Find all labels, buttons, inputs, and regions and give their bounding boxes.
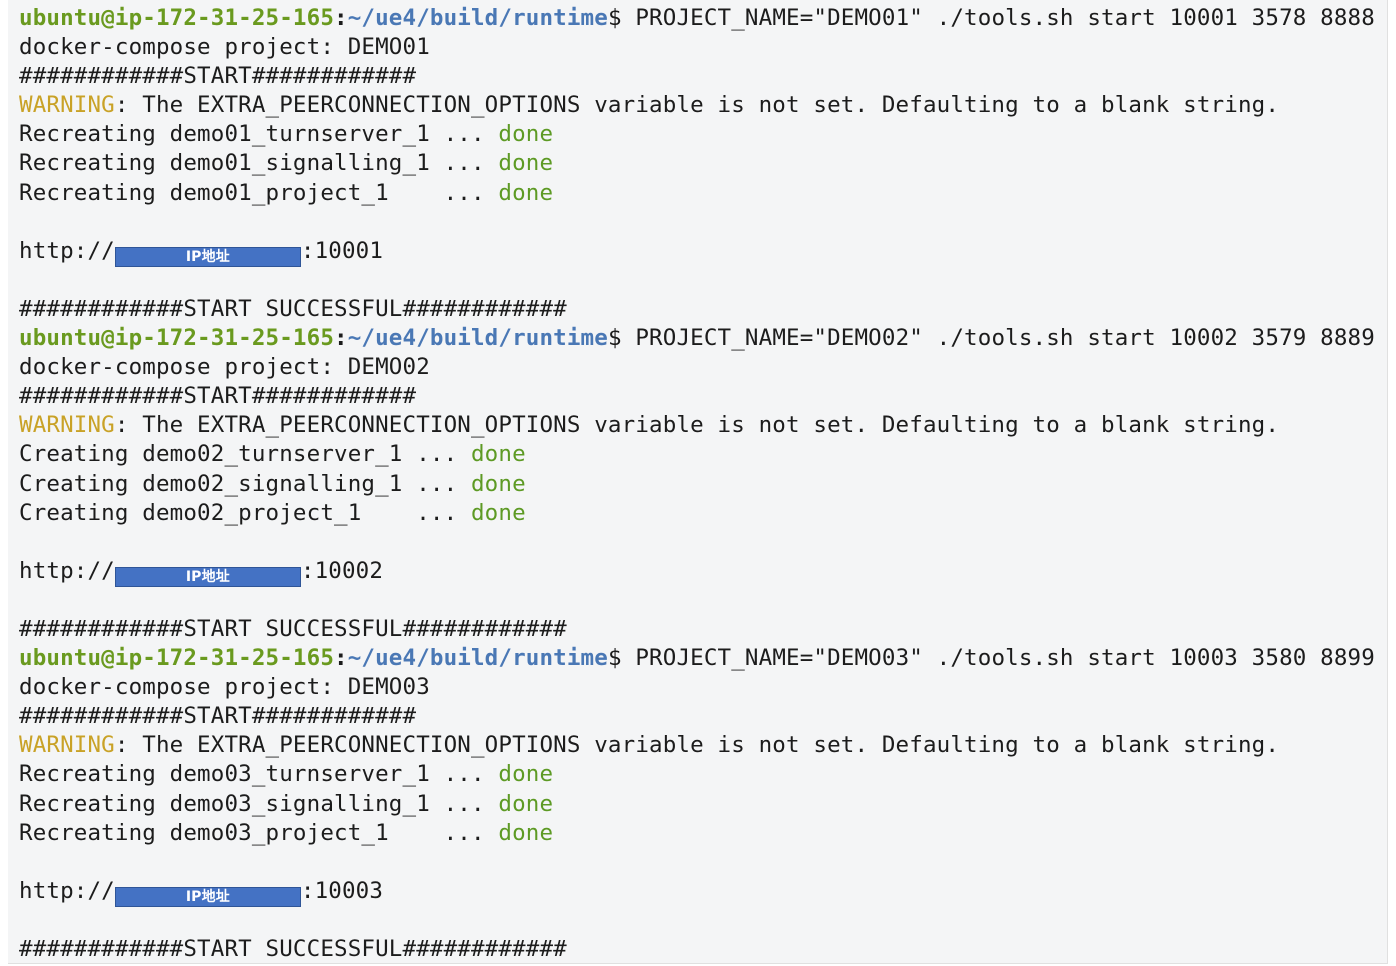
prompt-separator: : <box>334 645 348 672</box>
success-banner: ############START SUCCESSFUL############ <box>19 936 567 962</box>
warning-text: : The EXTRA_PEERCONNECTION_OPTIONS varia… <box>114 92 1280 119</box>
service-text: Recreating demo01_project_1 ... <box>19 179 499 206</box>
compose-project-line: docker-compose project: DEMO02 <box>19 354 430 381</box>
warning-text: : The EXTRA_PEERCONNECTION_OPTIONS varia… <box>114 732 1280 759</box>
redacted-ip-box: IP地址 <box>114 886 301 907</box>
service-status-line: Recreating demo03_turnserver_1 ... done <box>19 760 1387 789</box>
warning-label: WARNING <box>19 732 115 759</box>
url-prefix: http:// <box>19 877 115 904</box>
prompt-symbol: $ <box>607 325 622 352</box>
prompt-symbol: $ <box>607 645 622 672</box>
url-prefix: http:// <box>19 557 115 584</box>
command-line: ubuntu@ip-172-31-25-165:~/ue4/build/runt… <box>19 644 1387 673</box>
url-port: :10001 <box>300 237 384 264</box>
prompt-user-host: ubuntu@ip-172-31-25-165 <box>19 325 335 352</box>
service-status-line: Recreating demo01_signalling_1 ... done <box>19 149 1387 178</box>
service-status-line: Creating demo02_turnserver_1 ... done <box>19 440 1387 469</box>
prompt-user-host: ubuntu@ip-172-31-25-165 <box>19 5 335 31</box>
compose-project-line: docker-compose project: DEMO01 <box>19 34 430 61</box>
service-text: Recreating demo03_signalling_1 ... <box>19 790 499 817</box>
blank-line <box>19 266 1387 295</box>
service-status: done <box>498 150 554 177</box>
service-status-line: Creating demo02_project_1 ... done <box>19 499 1387 528</box>
command-line: ubuntu@ip-172-31-25-165:~/ue4/build/runt… <box>19 324 1387 353</box>
service-text: Creating demo02_turnserver_1 ... <box>19 441 471 468</box>
start-banner: ############START############ <box>19 703 417 730</box>
service-status-line: Recreating demo01_turnserver_1 ... done <box>19 120 1387 149</box>
service-status-line: Recreating demo03_signalling_1 ... done <box>19 790 1387 819</box>
service-status: done <box>498 179 554 206</box>
command-line: ubuntu@ip-172-31-25-165:~/ue4/build/runt… <box>19 4 1387 33</box>
blank-line <box>19 848 1387 877</box>
prompt-user-host: ubuntu@ip-172-31-25-165 <box>19 645 335 672</box>
warning-line: WARNING: The EXTRA_PEERCONNECTION_OPTION… <box>19 411 1387 440</box>
service-text: Creating demo02_project_1 ... <box>19 499 471 526</box>
prompt-separator: : <box>334 325 348 352</box>
url-port: :10002 <box>300 557 384 584</box>
warning-label: WARNING <box>19 412 115 439</box>
service-status: done <box>498 761 554 788</box>
url-line: http://IP地址:10003 <box>19 877 1387 907</box>
warning-text: : The EXTRA_PEERCONNECTION_OPTIONS varia… <box>114 412 1280 439</box>
service-status-line: Recreating demo01_project_1 ... done <box>19 179 1387 208</box>
service-status-line: Creating demo02_signalling_1 ... done <box>19 470 1387 499</box>
service-text: Creating demo02_signalling_1 ... <box>19 470 471 497</box>
terminal-output[interactable]: ubuntu@ip-172-31-25-165:~/ue4/build/runt… <box>8 0 1388 964</box>
url-port: :10003 <box>300 877 384 904</box>
service-status: done <box>470 499 526 526</box>
prompt-path: ~/ue4/build/runtime <box>347 5 608 31</box>
url-prefix: http:// <box>19 237 115 264</box>
blank-line <box>19 586 1387 615</box>
warning-label: WARNING <box>19 92 115 119</box>
blank-line <box>19 906 1387 935</box>
compose-project-line: docker-compose project: DEMO03 <box>19 674 430 701</box>
command-text: PROJECT_NAME="DEMO03" ./tools.sh start 1… <box>621 645 1375 672</box>
start-banner: ############START############ <box>19 63 417 90</box>
blank-line <box>19 208 1387 237</box>
service-status: done <box>470 441 526 468</box>
prompt-path: ~/ue4/build/runtime <box>347 325 608 352</box>
service-status: done <box>498 121 554 148</box>
redacted-ip-box: IP地址 <box>114 566 301 587</box>
blank-line <box>19 528 1387 557</box>
warning-line: WARNING: The EXTRA_PEERCONNECTION_OPTION… <box>19 731 1387 760</box>
service-status: done <box>498 819 554 846</box>
command-text: PROJECT_NAME="DEMO01" ./tools.sh start 1… <box>621 5 1375 31</box>
service-status: done <box>470 470 526 497</box>
command-text: PROJECT_NAME="DEMO02" ./tools.sh start 1… <box>621 325 1375 352</box>
prompt-separator: : <box>334 5 348 31</box>
service-text: Recreating demo03_turnserver_1 ... <box>19 761 499 788</box>
service-text: Recreating demo01_signalling_1 ... <box>19 150 499 177</box>
prompt-symbol: $ <box>607 5 622 31</box>
success-banner: ############START SUCCESSFUL############ <box>19 295 567 322</box>
url-line: http://IP地址:10002 <box>19 557 1387 587</box>
url-line: http://IP地址:10001 <box>19 237 1387 267</box>
redacted-ip-box: IP地址 <box>114 246 301 267</box>
service-status-line: Recreating demo03_project_1 ... done <box>19 819 1387 848</box>
start-banner: ############START############ <box>19 383 417 410</box>
service-status: done <box>498 790 554 817</box>
service-text: Recreating demo03_project_1 ... <box>19 819 499 846</box>
success-banner: ############START SUCCESSFUL############ <box>19 615 567 642</box>
service-text: Recreating demo01_turnserver_1 ... <box>19 121 499 148</box>
warning-line: WARNING: The EXTRA_PEERCONNECTION_OPTION… <box>19 91 1387 120</box>
prompt-path: ~/ue4/build/runtime <box>347 645 608 672</box>
